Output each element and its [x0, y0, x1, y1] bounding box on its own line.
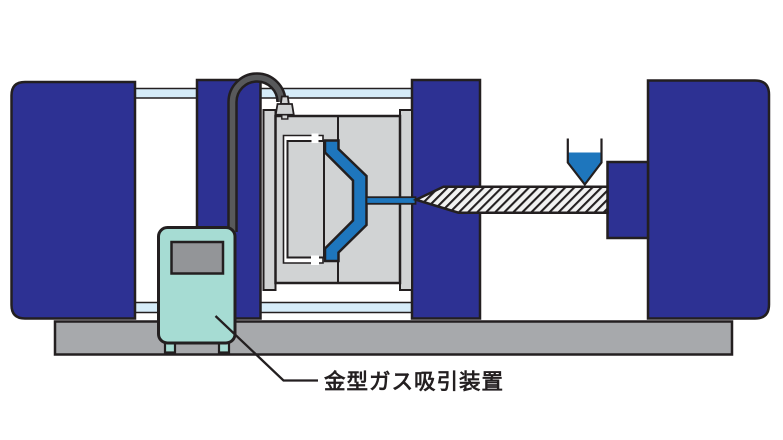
mold-assembly [262, 109, 417, 291]
hopper [566, 138, 603, 187]
mold-core-block [286, 140, 325, 259]
mold-clamp-plate-left [262, 109, 277, 291]
device-screen [170, 240, 225, 275]
hose-connector [274, 95, 295, 120]
sprue-channel [365, 196, 417, 205]
clamp-end-housing [10, 80, 137, 320]
screw-barrel [412, 185, 609, 214]
vent-notch-top [311, 133, 319, 143]
connector-pins [281, 114, 289, 120]
vent-notch-bottom [311, 255, 319, 265]
connector-body [274, 103, 295, 116]
device-label: 金型ガス吸引装置 [323, 369, 504, 395]
hose-core [229, 74, 285, 232]
label-leader-line [214, 315, 318, 382]
molded-part-cavity [323, 139, 368, 263]
injection-unit-housing [646, 79, 771, 320]
hopper-outline [566, 138, 603, 187]
suction-hose [227, 72, 287, 232]
injection-unit-front-block [606, 160, 650, 240]
machine-base [53, 320, 734, 356]
connector-neck [279, 95, 290, 105]
gas-suction-device [157, 226, 237, 354]
hopper-material [567, 152, 602, 185]
